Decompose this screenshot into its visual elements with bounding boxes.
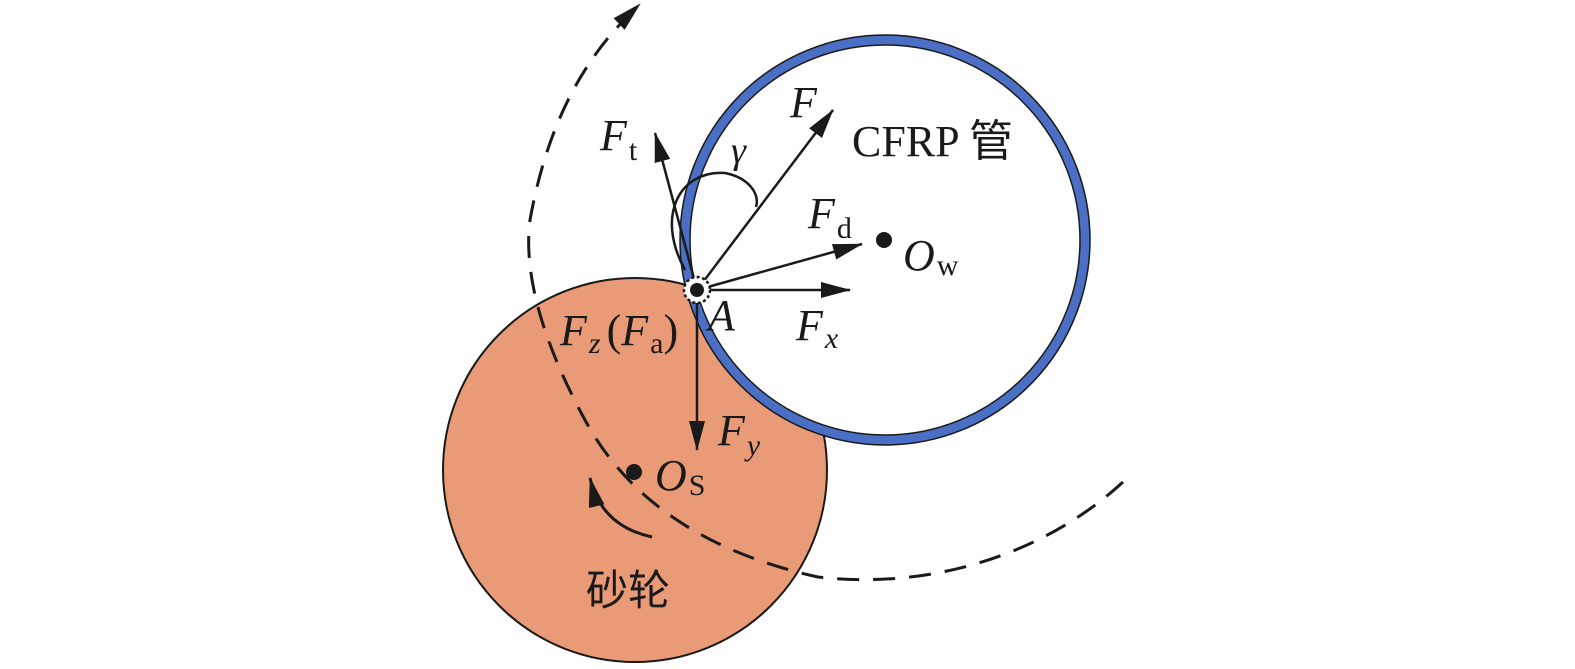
- cfrp-tube-outer-edge: [679, 34, 1091, 446]
- gamma-angle-arc: [670, 171, 759, 271]
- label-A: A: [705, 291, 736, 340]
- label-grinding-wheel: 砂轮: [586, 566, 670, 615]
- label-Ft: Ft: [599, 111, 638, 167]
- label-gamma: γ: [731, 130, 747, 172]
- label-Fz-Fa: Fz(Fa): [559, 306, 678, 360]
- label-Fd: Fd: [807, 189, 852, 245]
- cfrp-tube-inner-edge: [689, 44, 1081, 436]
- dashed-path-arrowhead: [613, 3, 641, 30]
- wheel-center-dot: [626, 464, 642, 480]
- label-cfrp-tube: CFRP 管: [852, 117, 1013, 166]
- label-Ow: Ow: [903, 231, 959, 282]
- label-F: F: [789, 78, 818, 127]
- label-Fx: Fx: [795, 301, 839, 355]
- label-Fy: Fy: [717, 406, 761, 462]
- rotation-arrow-icon: [588, 477, 653, 539]
- force-F-arrow: [696, 109, 834, 291]
- force-Fd-arrow: [696, 242, 863, 292]
- tube-center-dot: [876, 232, 892, 248]
- force-Ft-arrow: [653, 132, 699, 291]
- contact-point-icon: [682, 275, 712, 305]
- label-Os: OS: [655, 451, 705, 502]
